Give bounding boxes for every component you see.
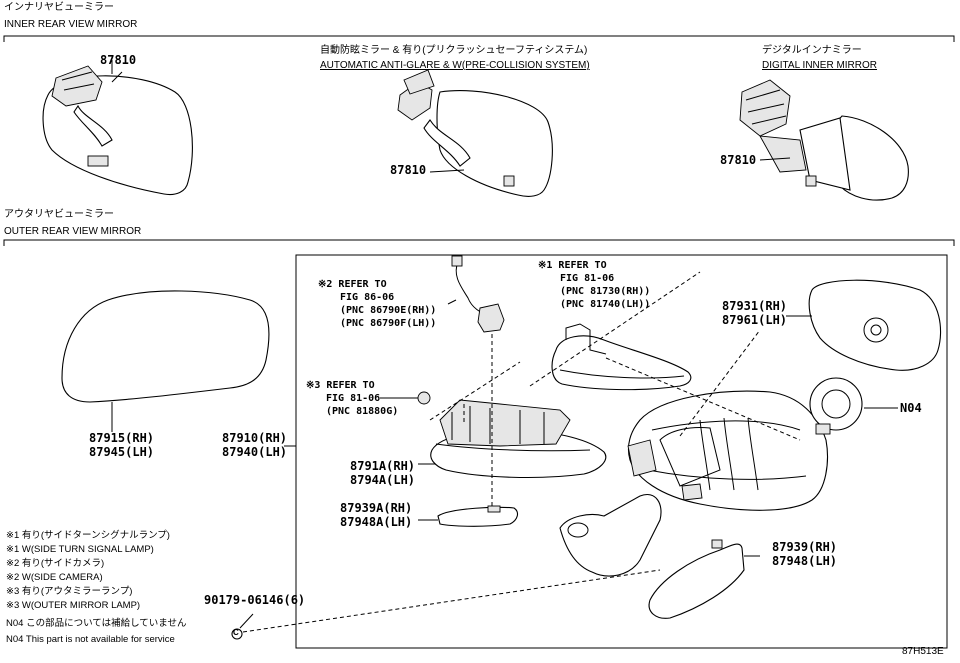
part-number-87948[interactable]: 87948(LH) — [772, 554, 838, 568]
part-number-87948A[interactable]: 87948A(LH) — [340, 515, 413, 529]
refer-note-1-line1: ※1 REFER TO — [538, 260, 607, 271]
auto-caption-jp: 自動防眩ミラー & 有り(プリクラッシュセーフティシステム) — [320, 45, 588, 56]
part-number-87940[interactable]: 87940(LH) — [222, 445, 288, 459]
part-number-screw[interactable]: 90179-06146(6) — [204, 593, 306, 607]
inner-section-title-en: INNER REAR VIEW MIRROR — [4, 19, 138, 30]
digital-caption-jp: デジタルインナミラー — [762, 45, 862, 56]
part-number-87910[interactable]: 87910(RH) — [222, 431, 288, 445]
refer-note-1-line3: (PNC 81730(RH)) — [560, 286, 651, 297]
footnote-n04-en: N04 This part is not available for servi… — [6, 634, 175, 645]
refer-note-2-line2[interactable]: FIG 86-06 — [340, 292, 395, 303]
part-number-87939[interactable]: 87939(RH) — [772, 540, 838, 554]
mirror-cover-illustration — [61, 290, 270, 432]
inner-mirror-auto-illustration — [397, 69, 553, 197]
part-number-87961[interactable]: 87961(LH) — [722, 313, 788, 327]
part-number-8794A[interactable]: 8794A(LH) — [350, 473, 416, 487]
mirror-glass-illustration — [786, 279, 942, 371]
part-number-87931[interactable]: 87931(RH) — [722, 299, 788, 313]
footnote-2-jp: ※2 有り(サイドカメラ) — [6, 558, 105, 569]
screw-illustration — [231, 628, 243, 640]
outer-section-title-en: OUTER REAR VIEW MIRROR — [4, 226, 142, 237]
refer-note-3-line1: ※3 REFER TO — [306, 380, 375, 391]
part-number-8791A[interactable]: 8791A(RH) — [350, 459, 416, 473]
refer-note-2-line4: (PNC 86790F(LH)) — [340, 318, 437, 329]
part-number-87810-digital[interactable]: 87810 — [720, 153, 757, 167]
part-number-87810-auto[interactable]: 87810 — [390, 163, 427, 177]
mirror-arm-illustration — [559, 494, 662, 577]
footnote-2-en: ※2 W(SIDE CAMERA) — [6, 572, 103, 583]
inner-section-title-jp: インナリヤビューミラー — [4, 2, 114, 13]
inner-mirror-basic-illustration — [42, 65, 193, 196]
part-number-87939A[interactable]: 87939A(RH) — [340, 501, 413, 515]
outer-assembly-frame — [295, 254, 948, 649]
part-number-87915[interactable]: 87915(RH) — [89, 431, 155, 445]
mirror-motor-illustration — [809, 377, 898, 435]
illustration-code: 87H513E — [902, 646, 944, 657]
footnote-1-en: ※1 W(SIDE TURN SIGNAL LAMP) — [6, 544, 154, 555]
footnote-3-en: ※3 W(OUTER MIRROR LAMP) — [6, 600, 141, 611]
outer-section-title-jp: アウタリヤビューミラー — [4, 209, 114, 220]
footnote-1-jp: ※1 有り(サイドターンシグナルランプ) — [6, 530, 170, 541]
lower-cover-a-illustration — [437, 505, 519, 527]
refer-note-2-line3: (PNC 86790E(RH)) — [340, 305, 437, 316]
turn-signal-lamp-illustration — [551, 323, 692, 391]
footnote-3-jp: ※3 有り(アウタミラーランプ) — [6, 586, 133, 597]
refer-note-3-line2[interactable]: FIG 81-06 — [326, 393, 381, 404]
inner-mirror-digital-illustration — [739, 79, 909, 201]
part-number-87810-basic[interactable]: 87810 — [100, 53, 137, 67]
mirror-body-illustration — [627, 390, 829, 511]
lower-cover-illustration — [648, 539, 745, 619]
mirror-lamp-illustration — [380, 391, 431, 405]
refer-note-1-line4: (PNC 81740(LH)) — [560, 299, 651, 310]
refer-note-2-line1: ※2 REFER TO — [318, 279, 387, 290]
screw-callout-mark: C — [233, 628, 239, 637]
part-number-N04[interactable]: N04 — [900, 401, 922, 415]
digital-caption-en: DIGITAL INNER MIRROR — [762, 60, 878, 71]
auto-caption-en: AUTOMATIC ANTI-GLARE & W(PRE-COLLISION S… — [320, 60, 590, 71]
part-number-87945[interactable]: 87945(LH) — [89, 445, 155, 459]
footnote-n04-jp: N04 この部品については補給していません — [6, 618, 187, 629]
refer-note-1-line2[interactable]: FIG 81-06 — [560, 273, 615, 284]
mirror-base-illustration — [430, 399, 607, 479]
refer-note-3-line3: (PNC 81880G) — [326, 406, 399, 417]
side-camera-illustration — [447, 255, 505, 333]
